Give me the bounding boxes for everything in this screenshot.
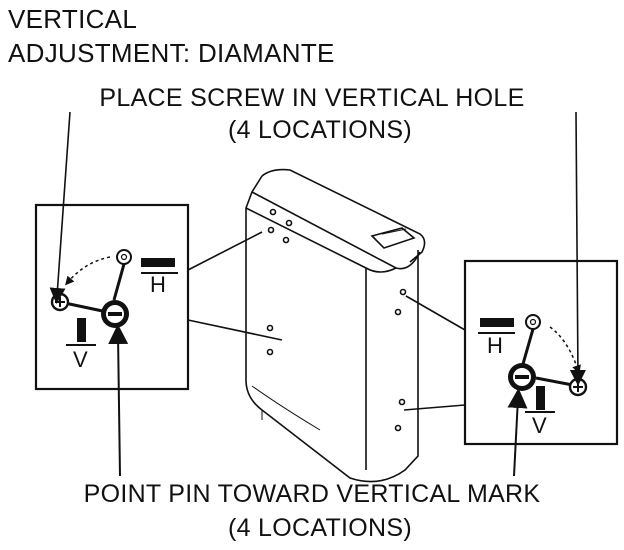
callout-point-pin: POINT PIN TOWARD VERTICAL MARK xyxy=(83,480,541,508)
callout-place-screw-locations: (4 LOCATIONS) xyxy=(227,116,412,144)
horizontal-mark-icon: H xyxy=(478,318,515,358)
leader-line-right-bottom xyxy=(403,404,466,411)
callout-point-pin-locations: (4 LOCATIONS) xyxy=(227,514,412,542)
horizontal-mark-label: H xyxy=(487,333,503,358)
vertical-mark-icon: V xyxy=(525,386,555,438)
arrow-to-left-screw xyxy=(49,111,71,304)
cabinet-drawing xyxy=(245,168,426,483)
vertical-mark-label: V xyxy=(532,413,547,438)
leader-line-left-bottom xyxy=(187,319,283,341)
inset-right: H V xyxy=(403,259,619,446)
vertical-mark-label: V xyxy=(73,347,88,372)
leader-line-left-top xyxy=(187,231,263,271)
screw-plus-icon xyxy=(568,377,588,397)
arrow-to-right-screw xyxy=(569,111,586,386)
horizontal-mark-icon: H xyxy=(141,258,178,297)
horizontal-hole-icon xyxy=(116,249,132,265)
leader-line-right-top xyxy=(405,295,466,331)
arrow-to-left-pin xyxy=(108,324,129,477)
vertical-mark-icon: V xyxy=(66,318,96,372)
arrow-to-right-pin xyxy=(507,388,528,477)
pin-minus-icon xyxy=(101,300,129,328)
title-line-adjustment: ADJUSTMENT: DIAMANTE xyxy=(8,38,335,68)
screw-plus-icon xyxy=(50,292,70,312)
horizontal-hole-icon xyxy=(525,314,541,330)
title-line-vertical: VERTICAL xyxy=(8,4,138,34)
rotate-arrow-icon xyxy=(65,256,111,286)
horizontal-mark-label: H xyxy=(150,272,166,297)
pin-minus-icon xyxy=(508,363,536,391)
inset-left: H V xyxy=(34,203,283,391)
callout-place-screw: PLACE SCREW IN VERTICAL HOLE xyxy=(99,84,525,112)
